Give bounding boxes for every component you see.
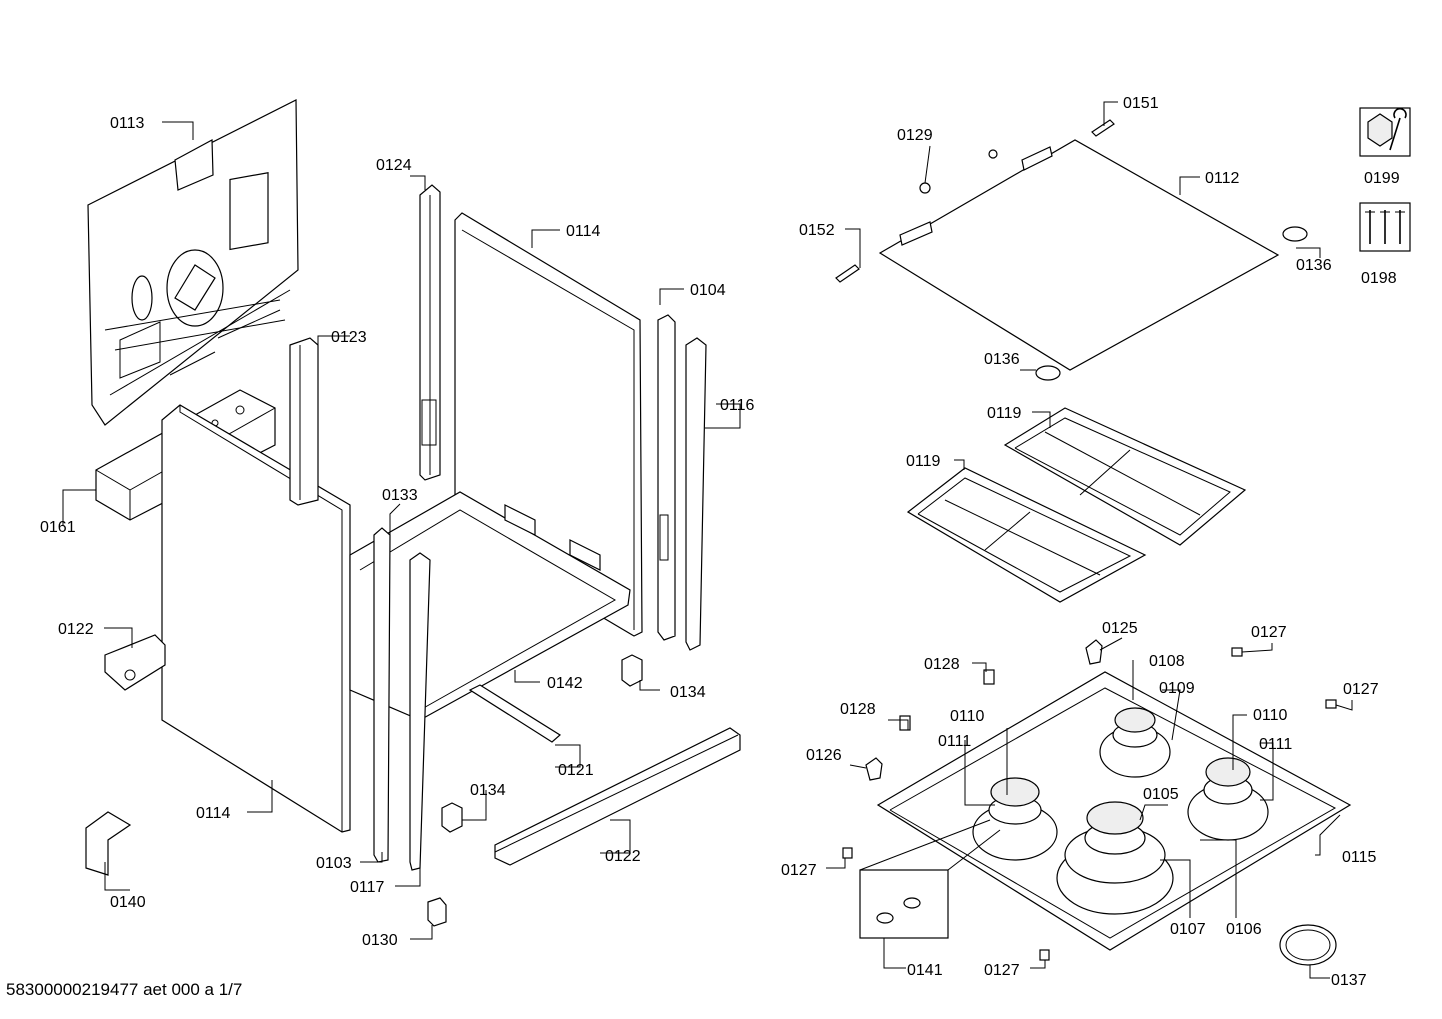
rail-0104-drawing: [657, 314, 676, 641]
screw-0151-drawing: [1091, 119, 1115, 137]
label-0113: 0113: [110, 115, 145, 132]
ring-0137-drawing: [1279, 924, 1337, 966]
detail-inset-0141: [859, 819, 1001, 939]
pan-support-0119-front-drawing: [906, 467, 1147, 603]
rail-0103-drawing: [373, 527, 391, 863]
foot-0130-drawing: [427, 897, 447, 927]
label-0127-a: 0127: [1251, 624, 1287, 641]
screw-0152-drawing: [835, 264, 860, 283]
label-0119-front: 0119: [906, 453, 941, 470]
label-0122-left: 0122: [58, 621, 94, 638]
label-0108: 0108: [1149, 653, 1185, 670]
label-0110-right: 0110: [1253, 707, 1288, 724]
label-0134-upper: 0134: [670, 684, 706, 701]
label-0111-right: 0111: [1259, 736, 1292, 753]
label-0127-d: 0127: [984, 962, 1020, 979]
label-0199: 0199: [1364, 170, 1400, 187]
label-0151: 0151: [1123, 95, 1159, 112]
clip-0127-a-drawing: [1231, 647, 1243, 657]
screw-set-0198-icon: [1359, 202, 1411, 252]
label-0161: 0161: [40, 519, 76, 536]
label-0111-left: 0111: [938, 733, 971, 750]
label-0140: 0140: [110, 894, 146, 911]
label-0128-lower: 0128: [840, 701, 876, 718]
label-0109: 0109: [1159, 680, 1195, 697]
label-0126: 0126: [806, 747, 842, 764]
side-panel-left-drawing: [161, 404, 351, 833]
rail-0121-drawing: [468, 684, 562, 743]
label-0137: 0137: [1331, 972, 1367, 989]
burner-wok-drawing: [1056, 801, 1174, 915]
label-0129: 0129: [897, 127, 933, 144]
glass-lid-0112-drawing: [878, 139, 1280, 371]
label-0117: 0117: [350, 879, 385, 896]
lid-foot-0136-lower-drawing: [1035, 365, 1061, 381]
label-0130: 0130: [362, 932, 398, 949]
label-0133: 0133: [382, 487, 418, 504]
label-0121: 0121: [558, 762, 594, 779]
label-0136-right: 0136: [1296, 257, 1332, 274]
label-0110-left: 0110: [950, 708, 985, 725]
clip-0128-lower-drawing: [899, 715, 911, 731]
rail-0122-left-drawing: [104, 634, 166, 691]
label-0119-rear: 0119: [987, 405, 1022, 422]
clip-0127-b-drawing: [1325, 699, 1337, 709]
service-kit-0199-icon: [1359, 107, 1411, 157]
label-0198: 0198: [1361, 270, 1397, 287]
label-0114-rear: 0114: [566, 223, 601, 240]
label-0142: 0142: [547, 675, 583, 692]
clip-0126-drawing: [865, 757, 883, 781]
back-panel-drawing: [87, 99, 299, 426]
clip-0128-upper-drawing: [983, 669, 995, 685]
label-0152: 0152: [799, 222, 835, 239]
label-0115: 0115: [1342, 849, 1377, 866]
burner-rear-drawing: [1099, 707, 1171, 778]
document-id-footer: 58300000219477 aet 000 a 1/7: [6, 980, 243, 999]
lid-foot-0136-upper-drawing: [1282, 226, 1308, 242]
label-0112: 0112: [1205, 170, 1240, 187]
leader-lines: [62, 101, 1353, 979]
clip-0127-d-drawing: [1039, 949, 1050, 961]
label-0116: 0116: [720, 397, 755, 414]
burner-right-drawing: [1187, 757, 1269, 841]
clip-0125-drawing: [1085, 639, 1103, 665]
label-0134-lower: 0134: [470, 782, 506, 799]
clip-0134-lower-drawing: [441, 802, 463, 833]
lid-buffer-0129-drawing: [919, 149, 998, 194]
pan-support-0119-rear-drawing: [1003, 407, 1247, 546]
clip-0134-upper-drawing: [621, 654, 643, 687]
label-0127-c: 0127: [781, 862, 817, 879]
label-0125: 0125: [1102, 620, 1138, 637]
label-0136-lower: 0136: [984, 351, 1020, 368]
label-0124: 0124: [376, 157, 412, 174]
label-0128-upper: 0128: [924, 656, 960, 673]
part-labels: 0113 0124 0114 0104 0123 0116 0133 0161 …: [40, 95, 1400, 989]
label-0123: 0123: [331, 329, 367, 346]
label-0106: 0106: [1226, 921, 1262, 938]
rail-0123-drawing: [289, 337, 319, 506]
label-0107: 0107: [1170, 921, 1206, 938]
label-0105: 0105: [1143, 786, 1179, 803]
burner-left-drawing: [972, 777, 1058, 861]
label-0127-b: 0127: [1343, 681, 1379, 698]
rail-0122-right-drawing: [494, 727, 741, 866]
rail-0124-drawing: [419, 184, 441, 481]
rail-0116-drawing: [685, 337, 707, 651]
label-0104: 0104: [690, 282, 726, 299]
label-0103: 0103: [316, 855, 352, 872]
label-0114-side: 0114: [196, 805, 231, 822]
bracket-0140-drawing: [85, 811, 132, 876]
clip-0127-c-drawing: [842, 847, 853, 859]
label-0141: 0141: [907, 962, 943, 979]
label-0122-right: 0122: [605, 848, 641, 865]
